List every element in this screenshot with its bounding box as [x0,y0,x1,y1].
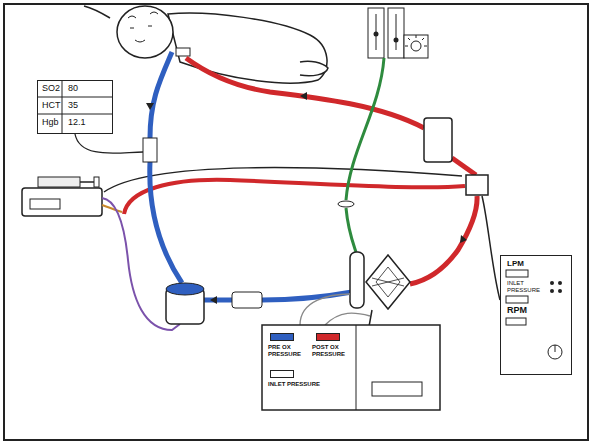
venous-line [150,162,182,283]
console-light [558,281,562,285]
arterial-line [186,58,424,128]
syringe-pump [22,188,102,216]
pressure-transducer-line [300,294,370,325]
gas-line [346,58,384,252]
venous-line [150,52,172,138]
node-text: LPM [507,260,524,269]
frame [4,4,588,440]
flow-arrow [146,92,467,304]
arterial-line [410,196,477,284]
neck-tape [176,48,190,56]
plunger-head [94,177,99,187]
node-text: 12.1 [68,118,86,128]
knob-tick [555,345,556,352]
node-text: INLET PRESSURE [507,280,549,293]
infant-body [168,13,327,83]
flowmeter-ball [394,38,399,43]
blood-gas-monitor: SO2 80HCT 35Hgb 12.1 [37,80,113,134]
knob-rays [405,35,427,46]
legend-swatch [270,370,294,378]
legend-swatch [316,333,340,341]
oxygenator-cylinder [350,252,364,308]
node-text: HCT [42,101,61,111]
legend-text: PRE OX PRESSURE [268,344,312,357]
venous-sensor [143,138,157,162]
console-light [550,281,554,285]
blender-box [404,35,428,58]
console-light [550,289,554,293]
oxygenator [366,255,410,309]
flowmeter-tube [376,14,396,50]
plunger [80,181,95,183]
pressure-monitor [262,325,440,410]
pump-console: LPM INLET PRESSURE RPM [500,255,572,375]
flowmeter-ball [374,32,379,37]
syringe [38,177,80,187]
sensor-cable [75,134,143,153]
heat-exchanger [424,118,452,162]
pump-screen [30,199,60,209]
infusion-line [102,205,122,212]
node-text: 35 [68,101,78,111]
console-light [558,289,562,293]
arterial-line [124,180,465,214]
infant-arm [84,6,110,18]
flow-probe-cable [482,196,500,300]
infant-head [117,6,173,58]
gas-filter [338,201,354,207]
monitor-grid [37,80,113,134]
reservoir-top [166,283,204,295]
console-display [506,296,528,303]
infant-arm [300,61,328,75]
legend-text: POST OX PRESSURE [312,344,352,357]
node-text: 80 [68,84,78,94]
node-text: RPM [507,306,527,316]
bladder-connector [232,292,262,308]
infant-face [128,12,158,42]
panel-divider [356,325,357,410]
node-text: SO2 [42,84,60,94]
console-knob [548,345,562,359]
node-text: Hgb [42,118,59,128]
blender-knob [411,41,421,51]
flow-probe [466,175,488,195]
pressure-display [372,382,422,396]
arterial-line [452,158,476,175]
legend-swatch [270,333,294,341]
console-display [506,270,528,277]
legend-text: INLET PRESSURE [268,381,330,388]
oxygenator-membrane [372,267,404,297]
console-display [506,318,526,325]
